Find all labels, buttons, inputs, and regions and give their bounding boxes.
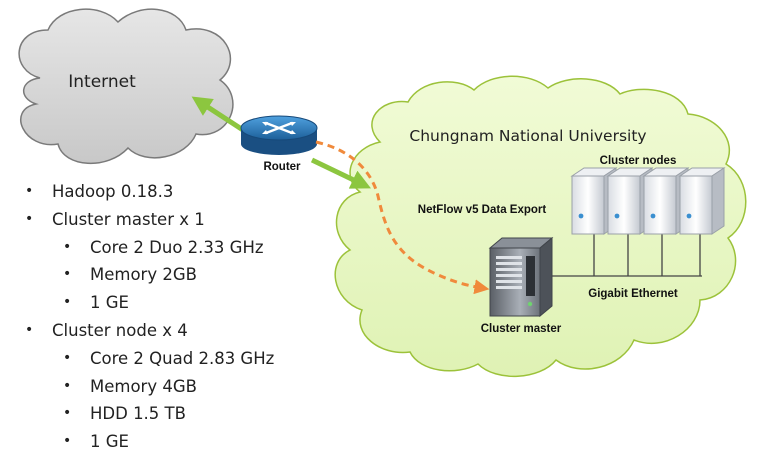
router-university-link-arrow (310, 157, 372, 189)
internet-cloud (18, 8, 234, 164)
bullet-icon: • (25, 321, 34, 338)
bullet-icon: • (63, 433, 72, 450)
spec-subitem: • HDD 1.5 TB (0, 400, 330, 428)
gigabit-ethernet-bus (546, 234, 702, 277)
cluster-nodes-label: Cluster nodes (600, 155, 677, 167)
university-label: Chungnam National University (409, 127, 646, 145)
spec-subitem: • Core 2 Duo 2.33 GHz (0, 234, 330, 262)
bullet-icon: • (63, 238, 72, 255)
cluster-master-label: Cluster master (481, 323, 562, 335)
router-label: Router (263, 161, 301, 173)
spec-text: 1 GE (90, 432, 129, 452)
spec-subitem: • 1 GE (0, 428, 330, 456)
bullet-icon: • (25, 183, 34, 199)
bullet-icon: • (63, 294, 72, 311)
bullet-icon: • (63, 349, 72, 366)
spec-text: Cluster master x 1 (52, 209, 205, 229)
spec-text: Memory 2GB (90, 265, 197, 285)
university-cloud (334, 75, 747, 377)
spec-text: Core 2 Quad 2.83 GHz (90, 348, 275, 368)
internet-label: Internet (68, 72, 136, 92)
spec-subitem: • 1 GE (0, 289, 330, 317)
router-icon (240, 115, 318, 155)
spec-text: HDD 1.5 TB (90, 404, 186, 424)
spec-subitem: • Memory 4GB (0, 373, 330, 401)
bullet-icon: • (63, 266, 72, 283)
bullet-icon: • (63, 405, 72, 422)
spec-item: • Cluster master x 1 (0, 206, 330, 234)
hardware-spec-list: • Hadoop 0.18.3 • Cluster master x 1 • Core 2… (0, 178, 330, 456)
spec-subitem: • Memory 2GB (0, 261, 330, 289)
spec-item: • Hadoop 0.18.3 (0, 178, 330, 206)
bullet-icon: • (63, 377, 72, 394)
spec-item: • Cluster node x 4 (0, 317, 330, 345)
cluster-node-server (678, 167, 726, 235)
cluster-master-icon (488, 236, 554, 318)
internet-router-link-arrow (191, 96, 245, 133)
spec-text: Hadoop 0.18.3 (52, 182, 174, 201)
netflow-label: NetFlow v5 Data Export (418, 204, 547, 216)
spec-subitem: • Core 2 Quad 2.83 GHz (0, 345, 330, 373)
gigabit-label: Gigabit Ethernet (588, 288, 678, 300)
spec-text: Memory 4GB (90, 376, 197, 396)
bullet-icon: • (25, 210, 34, 227)
spec-text: Core 2 Duo 2.33 GHz (90, 237, 264, 257)
spec-text: 1 GE (90, 293, 129, 313)
spec-text: Cluster node x 4 (52, 320, 188, 340)
